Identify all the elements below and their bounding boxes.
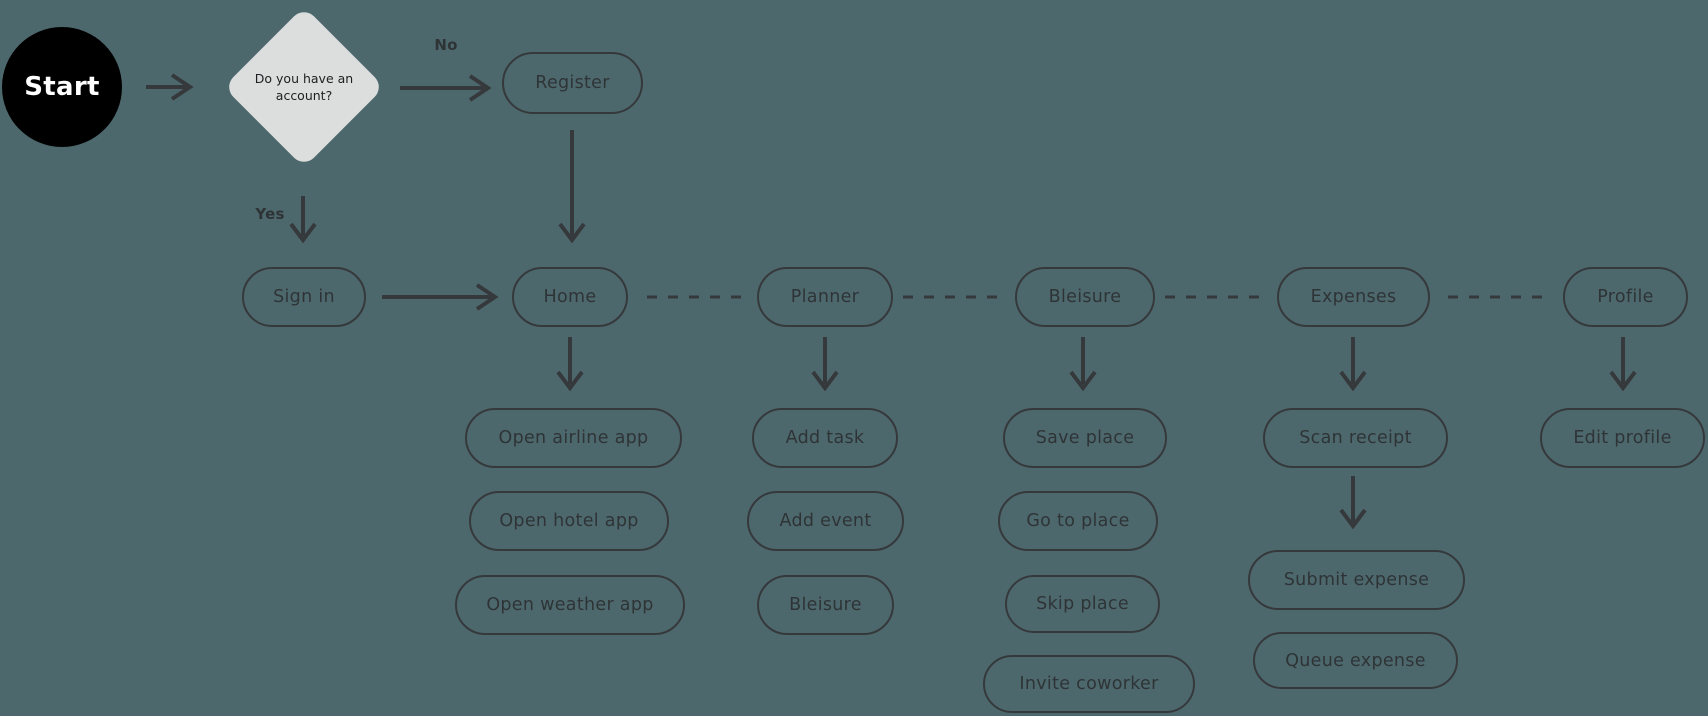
- node-edit-profile: Edit profile: [1540, 408, 1705, 468]
- node-go-to-place-label: Go to place: [1026, 511, 1130, 531]
- node-add-task-label: Add task: [785, 428, 865, 448]
- node-start: Start: [2, 27, 122, 147]
- node-skip-place: Skip place: [1005, 575, 1160, 633]
- arrow-profile-down: [1609, 337, 1637, 392]
- node-expenses-label: Expenses: [1310, 287, 1397, 307]
- node-scan-receipt-label: Scan receipt: [1299, 428, 1412, 448]
- node-decision-label: Do you have an account?: [254, 70, 354, 104]
- node-edit-profile-label: Edit profile: [1573, 428, 1672, 448]
- arrow-signin-to-home: [382, 283, 499, 311]
- node-profile: Profile: [1563, 267, 1688, 327]
- node-go-to-place: Go to place: [998, 491, 1158, 551]
- node-sign-in: Sign in: [242, 267, 366, 327]
- node-add-event-label: Add event: [779, 511, 872, 531]
- edge-label-no: No: [434, 36, 458, 54]
- node-add-event: Add event: [747, 491, 904, 551]
- node-open-hotel-app: Open hotel app: [469, 491, 669, 551]
- node-queue-expense-label: Queue expense: [1285, 650, 1426, 671]
- node-planner-label: Planner: [790, 287, 860, 307]
- arrow-start-to-decision: [146, 73, 194, 101]
- node-register: Register: [502, 52, 643, 114]
- node-open-airline-app: Open airline app: [465, 408, 682, 468]
- arrow-decision-to-register: [400, 74, 492, 102]
- node-open-weather-app-label: Open weather app: [486, 595, 654, 615]
- node-start-label: Start: [24, 72, 100, 102]
- node-submit-expense-label: Submit expense: [1283, 570, 1430, 590]
- node-planner: Planner: [757, 267, 893, 327]
- node-queue-expense: Queue expense: [1253, 632, 1458, 689]
- node-invite-coworker: Invite coworker: [983, 655, 1195, 713]
- arrow-planner-down: [811, 337, 839, 392]
- node-invite-coworker-label: Invite coworker: [1019, 674, 1159, 694]
- arrow-bleisure-down: [1069, 337, 1097, 392]
- arrow-register-down-to-home: [558, 130, 586, 244]
- edge-label-yes: Yes: [255, 205, 285, 223]
- node-profile-label: Profile: [1597, 287, 1654, 307]
- arrow-home-down: [556, 337, 584, 392]
- node-home-label: Home: [543, 287, 597, 307]
- node-open-hotel-app-label: Open hotel app: [499, 511, 639, 531]
- node-skip-place-label: Skip place: [1036, 594, 1129, 614]
- node-bleisure-label: Bleisure: [1048, 287, 1122, 307]
- node-open-airline-app-label: Open airline app: [498, 428, 649, 448]
- node-register-label: Register: [535, 73, 610, 93]
- node-decision-account: Do you have an account?: [223, 6, 385, 168]
- node-home: Home: [512, 267, 628, 327]
- node-bleisure-child-label: Bleisure: [789, 595, 862, 615]
- node-bleisure-child: Bleisure: [757, 575, 894, 635]
- node-expenses: Expenses: [1277, 267, 1430, 327]
- node-save-place-label: Save place: [1035, 428, 1135, 448]
- node-save-place: Save place: [1003, 408, 1167, 468]
- node-sign-in-label: Sign in: [273, 287, 335, 307]
- node-open-weather-app: Open weather app: [455, 575, 685, 635]
- node-bleisure: Bleisure: [1015, 267, 1155, 327]
- arrow-scan-receipt-to-submit: [1339, 476, 1367, 530]
- arrow-decision-down-to-signin: [289, 196, 317, 244]
- node-scan-receipt: Scan receipt: [1263, 408, 1448, 468]
- arrow-expenses-down: [1339, 337, 1367, 392]
- node-submit-expense: Submit expense: [1248, 550, 1465, 610]
- node-add-task: Add task: [752, 408, 898, 468]
